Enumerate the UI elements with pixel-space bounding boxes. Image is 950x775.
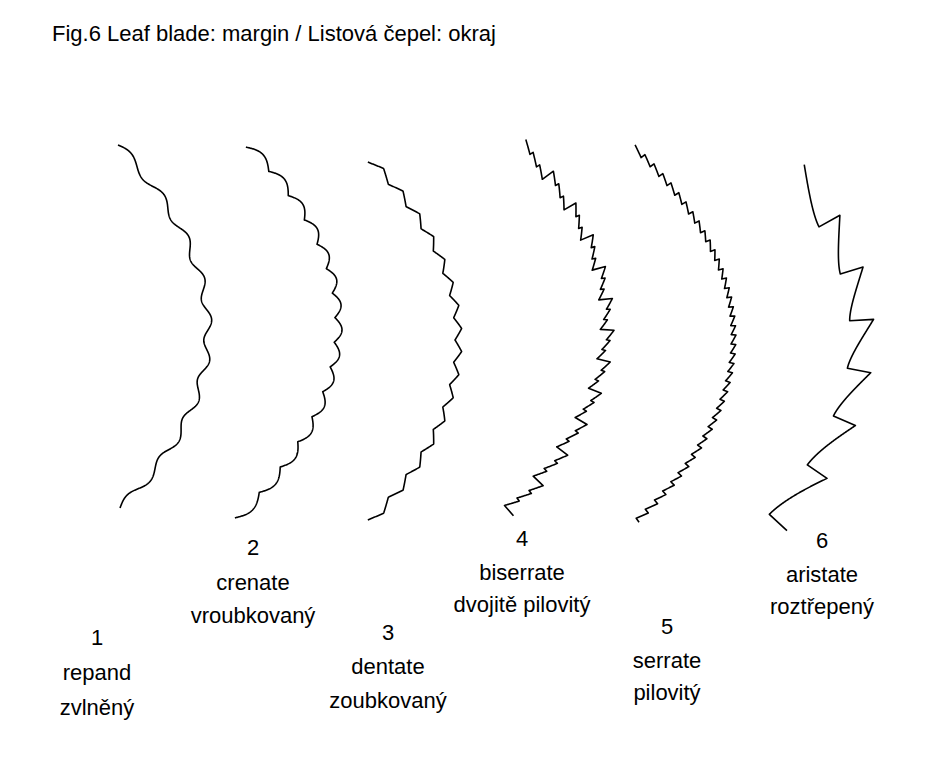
biserrate-margin [505, 139, 614, 515]
term-czech: zvlněný [60, 696, 135, 720]
term-english: biserrate [479, 561, 565, 585]
term-english: aristate [786, 563, 858, 587]
figure-title: Fig.6 Leaf blade: margin / Listová čepel… [52, 22, 496, 46]
term-czech: pilovitý [633, 681, 700, 705]
crenate-margin [235, 147, 342, 518]
term-czech: roztřepený [770, 595, 874, 619]
callout-number: 1 [91, 626, 103, 650]
term-english: repand [63, 661, 132, 685]
term-english: dentate [351, 655, 424, 679]
repand-margin [118, 145, 212, 508]
term-english: crenate [216, 571, 289, 595]
callout-number: 2 [247, 536, 259, 560]
dentate-margin [368, 162, 462, 520]
callout-number: 3 [382, 621, 394, 645]
aristate-margin [769, 165, 873, 531]
term-english: serrate [633, 649, 701, 673]
term-czech: zoubkovaný [329, 689, 446, 713]
serrate-margin [635, 145, 736, 522]
callout-number: 6 [816, 529, 828, 553]
term-czech: vroubkovaný [191, 604, 316, 628]
callout-number: 4 [516, 527, 528, 551]
term-czech: dvojitě pilovitý [454, 593, 591, 617]
callout-number: 5 [661, 615, 673, 639]
